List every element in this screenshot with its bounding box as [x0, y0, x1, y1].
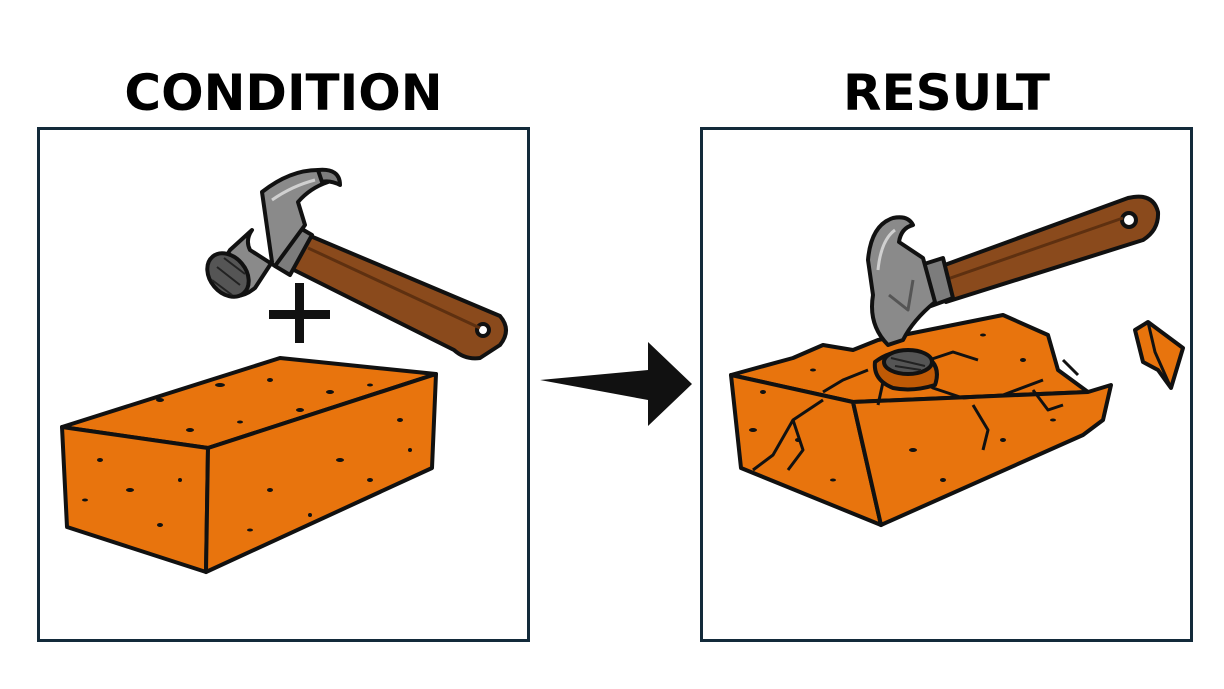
broken-brick-icon: [729, 313, 1185, 527]
right-arrow-icon: [540, 342, 692, 426]
hammer-icon: [866, 194, 1161, 376]
brick-icon: [60, 356, 438, 574]
condition-panel: [37, 127, 530, 642]
condition-illustration: [60, 167, 508, 574]
plus-icon: [269, 283, 330, 343]
result-panel: [700, 127, 1193, 642]
result-title: RESULT: [843, 64, 1050, 122]
hammer-icon: [205, 167, 508, 361]
condition-title: CONDITION: [124, 64, 443, 122]
result-illustration: [729, 194, 1185, 527]
